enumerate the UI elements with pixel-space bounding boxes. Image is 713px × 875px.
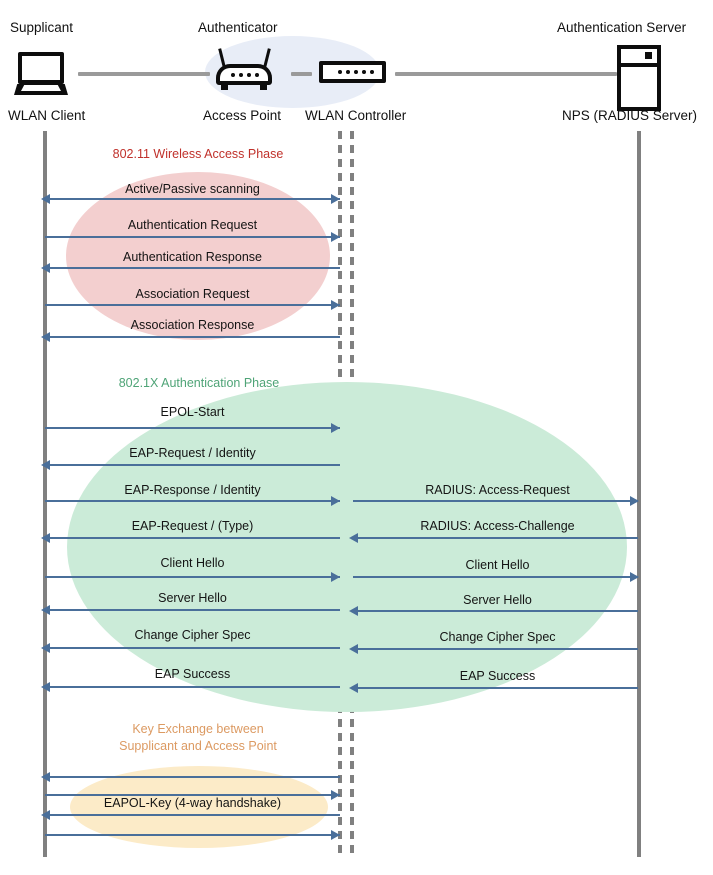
arrow-head-right	[630, 496, 639, 506]
message-line-eapol-key-1	[47, 776, 340, 778]
message-line-authentication-response	[47, 267, 340, 269]
phase-ellipse-dot1x	[67, 382, 627, 712]
arrow-head-left	[41, 772, 50, 782]
message-label-association-request: Association Request	[135, 287, 250, 301]
message-label-server-hello-right: Server Hello	[463, 593, 532, 607]
arrow-head-right	[331, 300, 340, 310]
arrow-head-left	[41, 194, 50, 204]
message-line-radius-access-request	[353, 500, 638, 502]
arrow-head-left	[41, 533, 50, 543]
message-label-eap-success-right: EAP Success	[459, 669, 536, 683]
message-line-client-hello-right	[353, 576, 638, 578]
laptop-icon	[14, 52, 68, 95]
arrow-head-left	[41, 332, 50, 342]
message-line-change-cipher-spec-right	[355, 648, 638, 650]
message-label-active-passive-scanning: Active/Passive scanning	[125, 182, 260, 196]
message-line-association-response	[47, 336, 340, 338]
message-line-server-hello-right	[355, 610, 638, 612]
arrow-head-right	[331, 830, 340, 840]
message-label-eapol-key-4way: EAPOL-Key (4-way handshake)	[103, 796, 282, 810]
message-line-eap-request-identity	[47, 464, 340, 466]
arrow-head-left	[349, 683, 358, 693]
wire-client-to-ap	[78, 72, 210, 76]
actor-role-supplicant: Supplicant	[10, 20, 74, 35]
arrow-head-right	[331, 194, 340, 204]
access-point-icon	[216, 48, 272, 92]
actor-device-nps-radius: NPS (RADIUS Server)	[562, 108, 698, 123]
message-line-eap-success-left	[47, 686, 340, 688]
arrow-head-left	[41, 605, 50, 615]
actor-device-wlan-client: WLAN Client	[8, 108, 86, 123]
actor-device-wlan-controller: WLAN Controller	[305, 108, 407, 123]
arrow-head-left	[41, 682, 50, 692]
message-line-eap-response-identity	[45, 500, 340, 502]
message-label-client-hello-right: Client Hello	[465, 558, 530, 572]
lifeline-supplicant	[43, 131, 47, 857]
message-label-authentication-request: Authentication Request	[127, 218, 258, 232]
message-label-eap-request-type: EAP-Request / (Type)	[131, 519, 254, 533]
message-line-eapol-key-3	[47, 814, 340, 816]
message-label-change-cipher-spec-left: Change Cipher Spec	[134, 628, 251, 642]
message-label-eap-success-left: EAP Success	[154, 667, 231, 681]
lifeline-authentication-server	[637, 131, 641, 857]
wire-ap-to-controller	[291, 72, 312, 76]
arrow-head-left	[349, 644, 358, 654]
message-label-server-hello-left: Server Hello	[158, 591, 227, 605]
message-label-radius-access-challenge: RADIUS: Access-Challenge	[420, 519, 575, 533]
message-label-radius-access-request: RADIUS: Access-Request	[425, 483, 570, 497]
message-line-epol-start	[45, 427, 340, 429]
message-label-eap-request-identity: EAP-Request / Identity	[129, 446, 256, 460]
arrow-head-left	[41, 263, 50, 273]
arrow-head-right	[331, 496, 340, 506]
server-icon	[617, 45, 661, 111]
message-label-client-hello-left: Client Hello	[160, 556, 225, 570]
message-line-change-cipher-spec-left	[47, 647, 340, 649]
actor-device-access-point: Access Point	[203, 108, 282, 123]
phase-caption-dot1x: 802.1X Authentication Phase	[118, 376, 280, 390]
message-line-eapol-key-4	[45, 834, 340, 836]
wire-controller-to-server	[395, 72, 617, 76]
message-line-server-hello-left	[47, 609, 340, 611]
message-line-eap-success-right	[355, 687, 638, 689]
message-line-eap-request-type	[47, 537, 340, 539]
message-line-association-request	[45, 304, 340, 306]
arrow-head-left	[41, 460, 50, 470]
arrow-head-right	[331, 790, 340, 800]
message-line-active-passive-scanning	[47, 198, 340, 200]
message-label-epol-start: EPOL-Start	[160, 405, 225, 419]
message-label-association-response: Association Response	[130, 318, 255, 332]
arrow-head-left	[41, 643, 50, 653]
message-label-change-cipher-spec-right: Change Cipher Spec	[439, 630, 556, 644]
message-label-authentication-response: Authentication Response	[123, 250, 262, 264]
arrow-head-right	[331, 572, 340, 582]
message-line-radius-access-challenge	[355, 537, 638, 539]
phase-caption-wireless-access: 802.11 Wireless Access Phase	[112, 147, 284, 161]
message-line-authentication-request	[45, 236, 340, 238]
arrow-head-left	[41, 810, 50, 820]
arrow-head-right	[331, 423, 340, 433]
arrow-head-left	[349, 606, 358, 616]
phase-ellipse-wireless-access	[66, 172, 330, 340]
message-label-eap-response-identity: EAP-Response / Identity	[124, 483, 261, 497]
message-line-eapol-key-2	[45, 794, 340, 796]
actor-role-authenticator: Authenticator	[198, 20, 278, 35]
actor-role-authentication-server: Authentication Server	[557, 20, 687, 35]
message-line-client-hello-left	[45, 576, 340, 578]
arrow-head-left	[349, 533, 358, 543]
wlan-controller-icon	[319, 61, 386, 83]
phase-caption-key-exchange: Key Exchange between Supplicant and Acce…	[119, 722, 277, 753]
arrow-head-right	[331, 232, 340, 242]
arrow-head-right	[630, 572, 639, 582]
